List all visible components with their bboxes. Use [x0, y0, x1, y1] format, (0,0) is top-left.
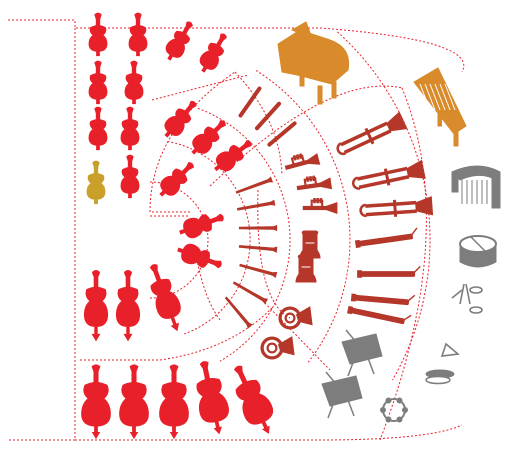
double-bass-icon [190, 359, 233, 436]
violin-icon [129, 13, 146, 55]
cello-icon [85, 271, 108, 341]
violin-icon [196, 30, 232, 75]
trumpet-icon [296, 174, 331, 193]
cello-icon [142, 261, 187, 334]
timpani-icon [460, 236, 496, 267]
section-divider [152, 75, 248, 100]
trumpet-icon [303, 199, 337, 214]
instruments-layer [82, 13, 433, 439]
section-divider [8, 28, 75, 440]
viola-icon [177, 208, 226, 241]
french-horn-icon [280, 307, 312, 328]
violin-icon [210, 135, 255, 176]
tuba-icon [296, 255, 316, 282]
double-bass-icon [160, 365, 189, 438]
violin-icon [155, 158, 198, 201]
harp-icon [452, 166, 500, 208]
violin-icon [160, 97, 202, 142]
viola-icon [175, 241, 224, 274]
clarinet-icon [239, 263, 276, 278]
violin-icon [89, 61, 106, 103]
snare-drum-icon [342, 330, 382, 376]
french-horn-icon [262, 337, 294, 358]
section-divider [210, 86, 402, 186]
clarinet-icon [224, 296, 252, 328]
trombone-icon [351, 161, 425, 193]
section-divider [380, 88, 426, 440]
violin-icon [125, 61, 142, 103]
double-bass-icon [225, 361, 282, 439]
harpsichord-icon [414, 68, 466, 146]
clarinet-icon [239, 225, 276, 230]
clarinet-icon [233, 280, 268, 303]
special-instruments-layer [278, 22, 500, 422]
cymbals-icon [426, 370, 454, 384]
violin-icon [89, 107, 106, 149]
violin-icon [121, 107, 138, 149]
flute-icon [255, 102, 281, 131]
drum-kit-icon [452, 284, 482, 313]
grand-piano-icon [278, 22, 349, 104]
section-dividers [8, 20, 464, 440]
double-bass-icon [120, 365, 149, 438]
clarinet-icon [239, 244, 277, 252]
trombone-icon [360, 197, 433, 220]
section-divider [8, 20, 464, 72]
trumpet-icon [283, 150, 319, 173]
violin-icon [162, 18, 198, 63]
cello-icon [117, 271, 140, 341]
violin-gold-icon [87, 161, 104, 203]
triangle-icon [442, 344, 458, 356]
bass-drum-icon [322, 372, 362, 418]
violin-icon [121, 155, 138, 197]
trombone-icon [334, 112, 406, 159]
bassoon-icon [358, 266, 421, 277]
bassoon-icon [351, 290, 414, 306]
bassoon-icon [348, 302, 412, 326]
bassoon-icon [355, 228, 419, 248]
clarinet-icon [236, 177, 273, 195]
double-bass-icon [82, 365, 111, 438]
violin-icon [89, 13, 106, 55]
tuba-icon [300, 231, 320, 258]
